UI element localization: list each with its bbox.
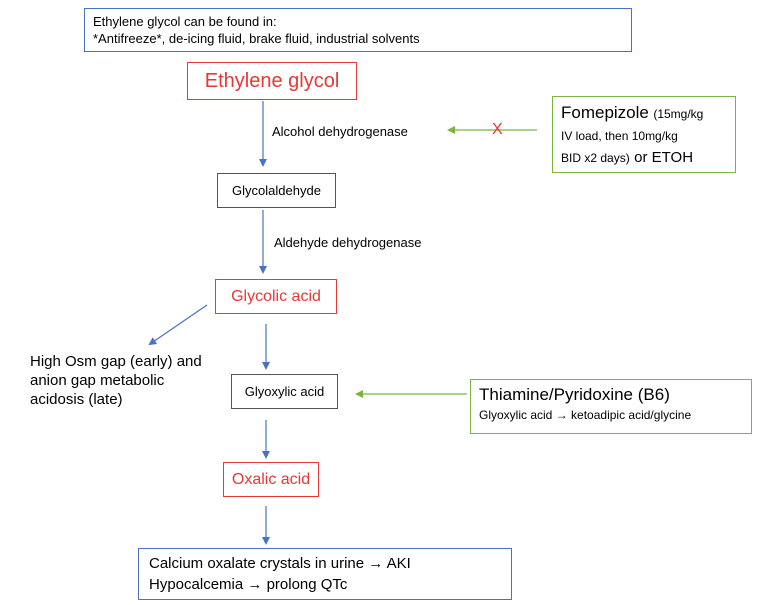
- node-glyoxylic-acid: Glyoxylic acid: [231, 374, 338, 409]
- outcome-crystals: Calcium oxalate crystals in urine: [149, 555, 365, 572]
- outcome-aki: AKI: [386, 555, 411, 572]
- node-oxalic-acid-label: Oxalic acid: [231, 470, 311, 488]
- node-glycolic-acid-label: Glycolic acid: [231, 287, 321, 305]
- node-glycolaldehyde-label: Glycolaldehyde: [232, 183, 321, 198]
- fomepizole-dose-c: BID x2 days): [561, 151, 630, 165]
- thiamine-detail-from: Glyoxylic acid: [479, 408, 553, 422]
- sources-list: *Antifreeze*, de-icing fluid, brake flui…: [93, 31, 420, 46]
- thiamine-detail-to: ketoadipic acid/glycine: [571, 408, 692, 422]
- arrow-glyph-icon: →: [247, 576, 263, 593]
- arrow-glycolic-to-osm-gap: [148, 304, 208, 346]
- fomepizole-dose-a: (15mg/kg: [653, 107, 704, 121]
- node-ethylene-glycol-label: Ethylene glycol: [204, 69, 340, 92]
- node-glyoxylic-acid-label: Glyoxylic acid: [244, 384, 325, 399]
- arrow-glyph-icon: →: [555, 408, 568, 422]
- node-glycolic-acid: Glycolic acid: [215, 279, 337, 314]
- fomepizole-name: Fomepizole: [561, 103, 649, 122]
- osm-gap-line3: acidosis (late): [30, 391, 123, 408]
- enzyme-alcohol-dehydrogenase: Alcohol dehydrogenase: [272, 124, 408, 139]
- osm-gap-line1: High Osm gap (early) and: [30, 353, 202, 370]
- outcome-qtc: prolong QTc: [266, 576, 348, 593]
- arrow-glyph-icon: →: [368, 555, 384, 572]
- node-glycolaldehyde: Glycolaldehyde: [217, 173, 336, 208]
- node-oxalic-acid: Oxalic acid: [223, 462, 319, 497]
- enzyme-aldehyde-dehydrogenase: Aldehyde dehydrogenase: [274, 235, 422, 250]
- thiamine-box: Thiamine/Pyridoxine (B6) Glyoxylic acid …: [470, 379, 752, 434]
- outcome-box: Calcium oxalate crystals in urine → AKI …: [138, 548, 512, 600]
- outcome-hypocalcemia: Hypocalcemia: [149, 576, 244, 593]
- thiamine-title: Thiamine/Pyridoxine (B6): [479, 385, 670, 404]
- osm-gap-line2: anion gap metabolic: [30, 372, 165, 389]
- sources-box: Ethylene glycol can be found in: *Antifr…: [84, 8, 632, 52]
- osm-gap-note: High Osm gap (early) and anion gap metab…: [30, 352, 230, 409]
- fomepizole-dose-b: IV load, then 10mg/kg: [561, 129, 678, 143]
- sources-heading: Ethylene glycol can be found in:: [93, 14, 277, 29]
- inhibition-x-mark: X: [492, 121, 503, 138]
- node-ethylene-glycol: Ethylene glycol: [187, 62, 357, 100]
- fomepizole-box: Fomepizole (15mg/kg IV load, then 10mg/k…: [552, 96, 736, 173]
- fomepizole-or-etoh: or ETOH: [634, 149, 694, 166]
